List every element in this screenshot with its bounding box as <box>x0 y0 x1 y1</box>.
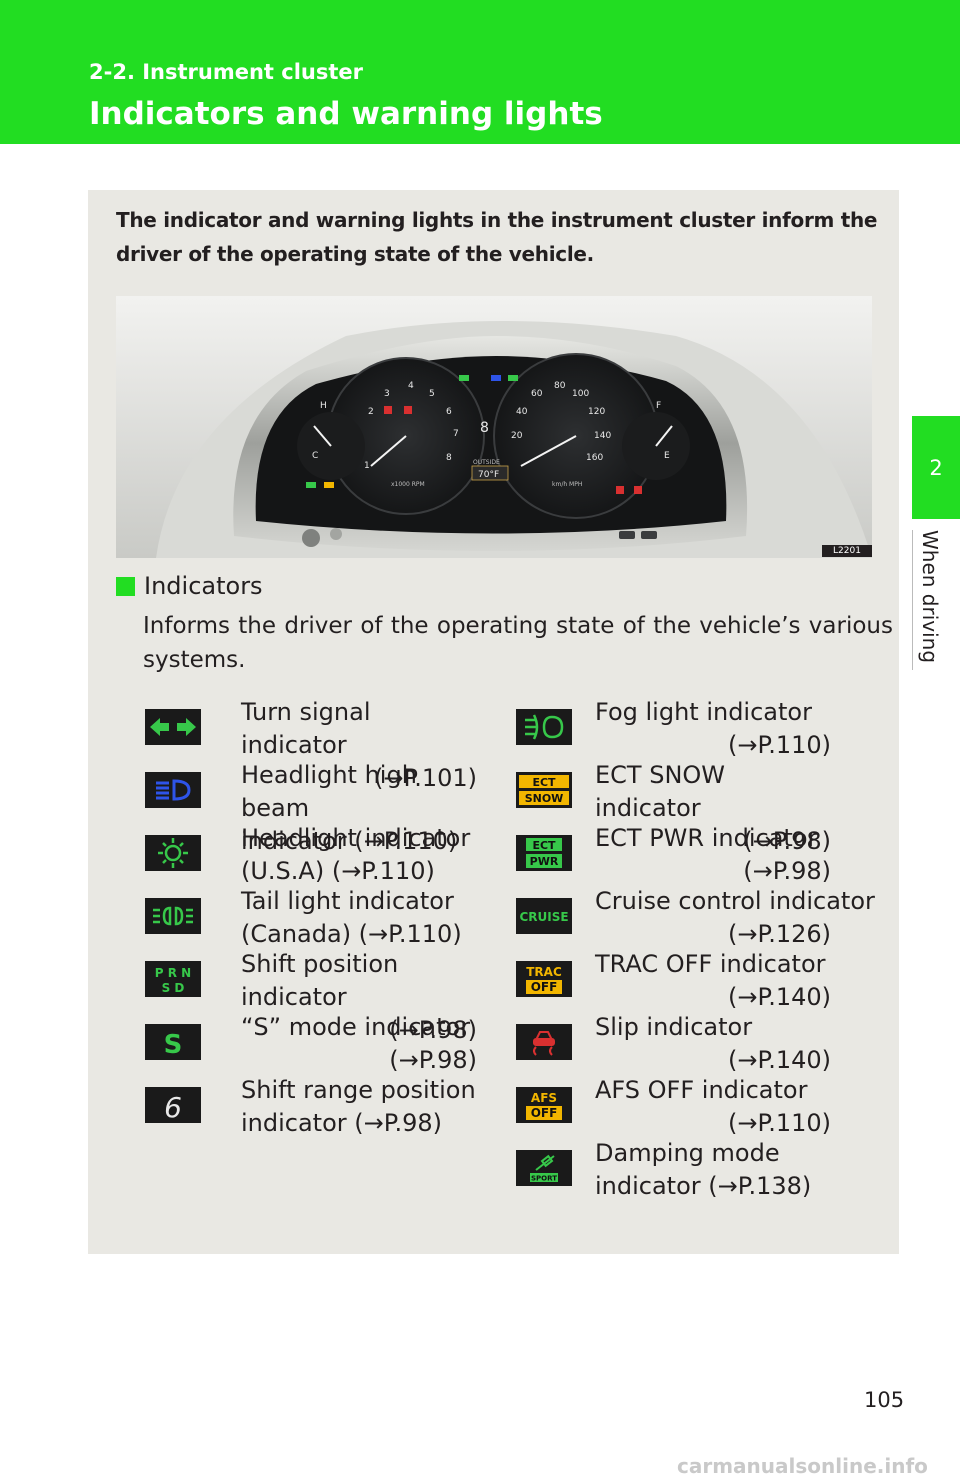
fuel-f-label: F <box>656 401 661 411</box>
gauge-label-40: 40 <box>516 407 528 417</box>
damping-mode-text: Damping mode indicator (→P.138) <box>595 1139 812 1200</box>
outside-label: OUTSIDE <box>473 459 500 466</box>
shift-sd-text: S D <box>162 981 185 995</box>
cluster-buttons <box>302 528 657 547</box>
trac-off-text: OFF <box>531 980 558 994</box>
afs-text: AFS <box>531 1091 557 1105</box>
shift-range-icon: 6 <box>145 1087 201 1123</box>
gauge-label-3: 3 <box>384 389 390 399</box>
afs-off-text-entry: AFS OFF indicator (→P.110) <box>595 1076 831 1137</box>
gauge-label-7: 7 <box>453 429 459 439</box>
chapter-header: 2-2. Instrument cluster Indicators and w… <box>0 0 960 144</box>
slip-text: Slip indicator (→P.140) <box>595 1013 831 1074</box>
cluster-indicator-lamps <box>306 375 642 494</box>
pwr-text: PWR <box>530 855 559 868</box>
intro-text: The indicator and warning lights in the … <box>116 208 878 266</box>
shift-prn-text: P R N <box>155 966 191 980</box>
rpm-unit-label: x1000 RPM <box>391 481 425 488</box>
fog-light-text: Fog light indicator (→P.110) <box>595 698 831 759</box>
page-number: 105 <box>864 1388 905 1412</box>
fog-light-icon <box>516 709 572 745</box>
instrument-cluster-image: 1 2 3 4 5 6 7 8 20 40 60 80 100 120 140 … <box>116 296 872 558</box>
ect-pwr-ect-text: ECT <box>532 839 556 852</box>
indicators-heading: Indicators <box>116 570 263 602</box>
trac-text: TRAC <box>526 965 562 979</box>
gauge-label-5: 5 <box>429 389 435 399</box>
shift-range-text: 6 <box>164 1091 182 1123</box>
headlight-high-beam-icon <box>145 772 201 808</box>
gauge-label-60: 60 <box>531 389 543 399</box>
ect-pwr-icon: ECT PWR <box>516 835 572 871</box>
gauge-label-120: 120 <box>588 407 605 417</box>
snow-text: SNOW <box>525 792 564 805</box>
gauge-label-100: 100 <box>572 389 589 399</box>
turn-signal-icon <box>145 709 201 745</box>
footer-watermark: carmanualsonline.info <box>677 1454 928 1478</box>
section-number: 2-2. Instrument cluster <box>89 60 363 84</box>
afs-off-icon: AFS OFF <box>516 1087 572 1123</box>
slip-icon <box>516 1024 572 1060</box>
speed-unit-label: km/h MPH <box>552 481 582 488</box>
gauge-label-140: 140 <box>594 431 611 441</box>
headlight-icon <box>145 835 201 871</box>
image-id-tag: L2201 <box>822 545 872 557</box>
gauge-label-6: 6 <box>446 407 452 417</box>
tail-light-text: Tail light indicator (Canada) (→P.110) <box>241 887 462 948</box>
gauge-label-4: 4 <box>408 381 414 391</box>
indicators-heading-text: Indicators <box>144 572 263 600</box>
damping-mode-icon: SPORT <box>516 1150 572 1186</box>
indicators-description: Informs the driver of the operating stat… <box>143 613 893 673</box>
ect-pwr-text: ECT PWR indicator (→P.98) <box>595 824 831 885</box>
afs-off-text: OFF <box>531 1106 558 1120</box>
chapter-tab[interactable]: 2 <box>912 416 960 519</box>
trac-off-text-entry: TRAC OFF indicator (→P.140) <box>595 950 831 1011</box>
ect-snow-icon: ECT SNOW <box>516 772 572 808</box>
page-title: Indicators and warning lights <box>89 96 603 132</box>
shift-position-icon: P R N S D <box>145 961 201 997</box>
trac-off-icon: TRAC OFF <box>516 961 572 997</box>
gauge-label-2: 2 <box>368 407 374 417</box>
s-mode-icon: S <box>145 1024 201 1060</box>
chapter-tab-number: 2 <box>929 455 943 480</box>
ect-snow-text: ECT SNOW indicator (→P.98) <box>595 761 831 855</box>
gauge-label-160: 160 <box>586 453 603 463</box>
gear-display: 8 <box>480 420 489 436</box>
ect-text: ECT <box>532 776 556 789</box>
gauge-label-8: 8 <box>446 453 452 463</box>
heading-square-icon <box>116 576 135 596</box>
s-mode-text: S <box>164 1030 183 1060</box>
headlight-text: Headlight indicator (U.S.A) (→P.110) <box>241 824 471 885</box>
temp-h-label: H <box>320 401 327 411</box>
high-beam-text: Headlight high beam indicator (→P.110) <box>241 761 458 855</box>
cruise-icon: CRUISE <box>516 898 572 934</box>
gauge-label-1: 1 <box>364 461 370 471</box>
turn-signal-text: Turn signal indicator (→P.101) <box>241 698 477 792</box>
tail-light-icon <box>145 898 201 934</box>
temp-c-label: C <box>312 451 318 461</box>
gauge-label-20: 20 <box>511 431 523 441</box>
shift-range-text-entry: Shift range position indicator (→P.98) <box>241 1076 476 1137</box>
outside-temp-value: 70°F <box>478 470 499 480</box>
shift-position-text: Shift position indicator (→P.98) <box>241 950 477 1044</box>
s-mode-text-entry: “S” mode indicator (→P.98) <box>241 1013 477 1074</box>
outside-temp-display <box>471 465 509 481</box>
sport-text: SPORT <box>531 1175 557 1183</box>
chapter-tab-label: When driving <box>918 530 942 664</box>
cruise-text-entry: Cruise control indicator (→P.126) <box>595 887 875 948</box>
gauge-label-80: 80 <box>554 381 566 391</box>
fuel-e-label: E <box>664 451 670 461</box>
cruise-text: CRUISE <box>519 910 568 924</box>
side-divider <box>912 530 913 670</box>
